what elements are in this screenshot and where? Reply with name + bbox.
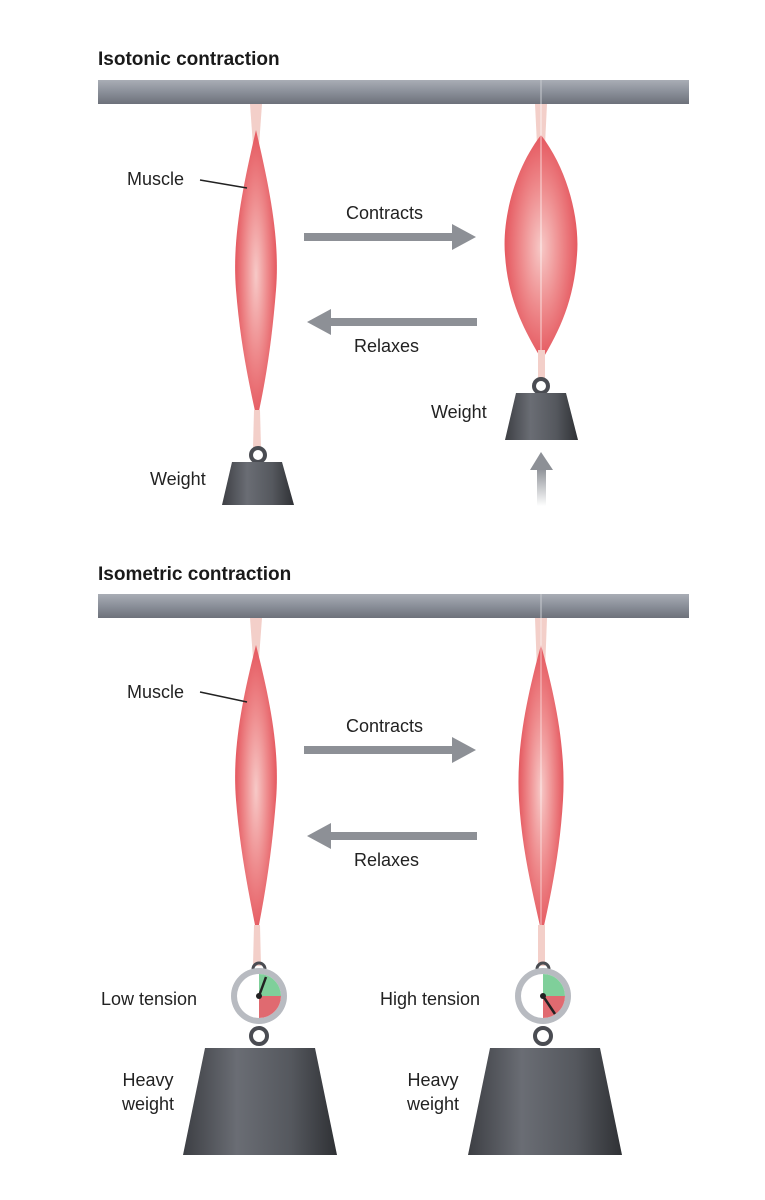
- isotonic-left-weight: [222, 446, 294, 505]
- heavy-weight-left-label: Heavy weight: [121, 1070, 175, 1114]
- isotonic-heading: Isotonic contraction: [98, 49, 280, 70]
- isotonic-relaxes-arrow: [307, 309, 477, 335]
- isotonic-weight-left-label: Weight: [150, 469, 206, 489]
- isotonic-contracts-arrow: [304, 224, 476, 250]
- isotonic-contracts-label: Contracts: [346, 203, 424, 223]
- isometric-contracts-label: Contracts: [346, 716, 424, 736]
- low-tension-label: Low tension: [101, 989, 198, 1009]
- isotonic-relaxes-label: Relaxes: [354, 336, 420, 356]
- isometric-left-heavy-weight: [183, 1048, 337, 1155]
- low-tension-gauge: [231, 961, 287, 1046]
- high-tension-label: High tension: [380, 989, 481, 1009]
- isotonic-ceiling-bar: [98, 80, 689, 104]
- high-tension-gauge: [515, 961, 571, 1046]
- isometric-muscle-leader-line: [199, 691, 248, 703]
- isometric-right-heavy-weight: [468, 1048, 622, 1155]
- isometric-relaxes-arrow: [307, 823, 477, 849]
- isotonic-weight-right-label: Weight: [431, 402, 487, 422]
- isotonic-lift-arrow: [530, 452, 553, 506]
- isotonic-left-muscle: [235, 130, 277, 420]
- isometric-heading: Isometric contraction: [98, 564, 292, 585]
- isotonic-right-tendon-bottom: [538, 350, 545, 378]
- isometric-ceiling-bar: [98, 594, 689, 618]
- heavy-weight-right-label: Heavy weight: [406, 1070, 460, 1114]
- isotonic-muscle-leader-line: [199, 179, 248, 189]
- isometric-left-tendon-bottom: [253, 925, 261, 966]
- isometric-muscle-label: Muscle: [127, 682, 185, 702]
- isometric-left-muscle: [235, 645, 277, 935]
- isotonic-left-tendon-bottom: [253, 410, 261, 448]
- isotonic-right-weight: [505, 377, 578, 440]
- isometric-contracts-arrow: [304, 737, 476, 763]
- isotonic-muscle-label: Muscle: [127, 169, 185, 189]
- isometric-relaxes-label: Relaxes: [354, 850, 420, 870]
- isometric-right-tendon-bottom: [538, 925, 545, 966]
